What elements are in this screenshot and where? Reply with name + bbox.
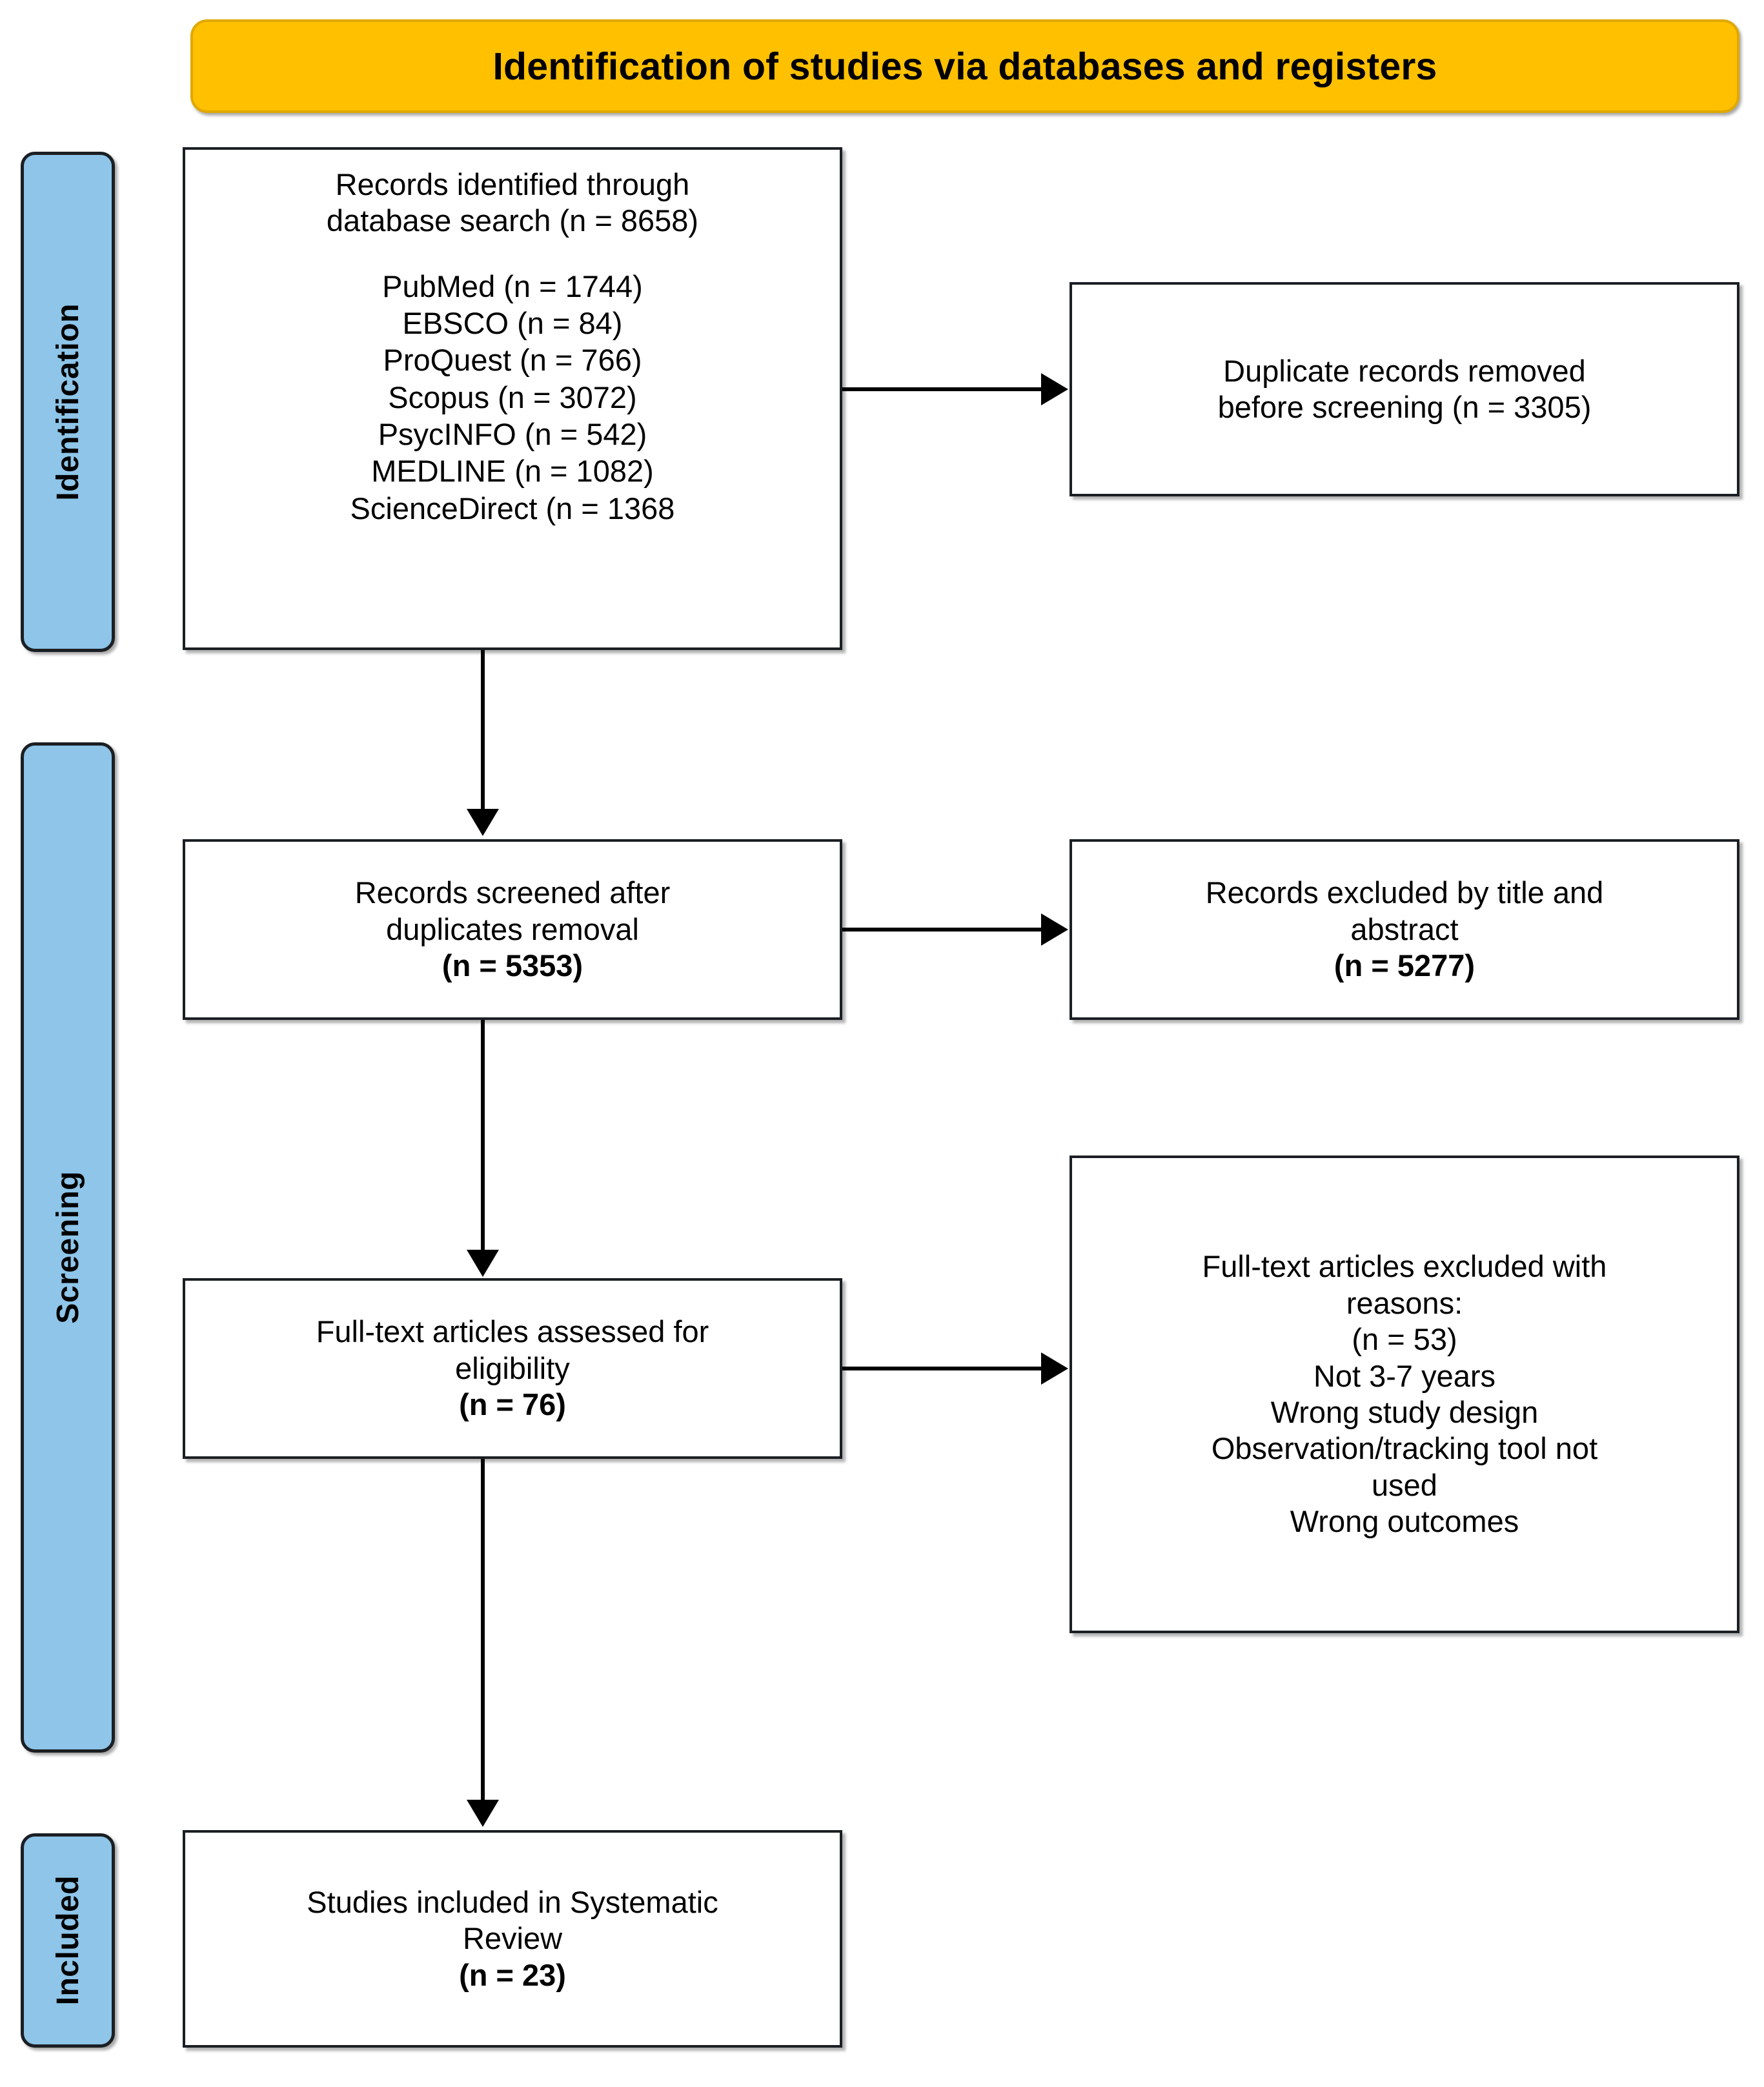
connector-fulltext-to-included	[481, 1459, 485, 1801]
exclusion-reason: used	[1372, 1467, 1437, 1502]
duplicates-count: (n = 3305)	[1452, 390, 1592, 424]
exclusion-reason: Not 3-7 years	[1313, 1358, 1496, 1393]
connector-screened-to-excluded	[842, 928, 1042, 932]
arrowhead-fulltext-to-included	[467, 1800, 499, 1827]
excluded-ta-count: (n = 5277)	[1333, 948, 1475, 983]
arrowhead-fulltext-to-excluded	[1041, 1352, 1068, 1385]
included-count: (n = 23)	[459, 1957, 566, 1992]
duplicates-line2-text: before screening	[1217, 390, 1452, 424]
excluded-ta-line1: Records excluded by title and	[1205, 875, 1604, 910]
box-duplicate-records-removed: Duplicate records removed before screeni…	[1070, 282, 1739, 496]
fulltext-excluded-count: (n = 53)	[1352, 1322, 1457, 1357]
stage-label-screening: Screening	[21, 742, 115, 1753]
exclusion-reason: Observation/tracking tool not	[1211, 1431, 1598, 1466]
fulltext-assessed-line2: eligibility	[455, 1350, 570, 1385]
duplicates-line2: before screening (n = 3305)	[1085, 389, 1724, 425]
banner-title: Identification of studies via databases …	[492, 45, 1437, 88]
box-fulltext-assessed: Full-text articles assessed for eligibil…	[183, 1278, 842, 1459]
included-line2: Review	[462, 1921, 563, 1956]
screened-line2: duplicates removal	[386, 911, 639, 946]
database-item: EBSCO (n = 84)	[402, 306, 623, 341]
arrowhead-identified-to-duplicates	[1041, 373, 1068, 405]
included-line1: Studies included in Systematic	[307, 1884, 718, 1919]
connector-fulltext-to-excluded	[842, 1367, 1042, 1370]
box-records-identified: Records identified through database sear…	[183, 147, 842, 650]
exclusion-reason: Wrong outcomes	[1290, 1504, 1519, 1539]
exclusion-reason: Wrong study design	[1270, 1395, 1539, 1429]
stage-label-identification: Identification	[21, 152, 115, 652]
duplicates-line1: Duplicate records removed	[1223, 353, 1586, 388]
connector-identified-to-duplicates	[842, 387, 1042, 391]
records-identified-line2-text: database search	[326, 203, 560, 238]
connector-identified-to-screened	[481, 650, 485, 810]
fulltext-excluded-line2: reasons:	[1346, 1285, 1463, 1320]
stage-label-included-text: Included	[50, 1875, 85, 2006]
arrowhead-screened-to-fulltext	[467, 1250, 499, 1277]
box-studies-included: Studies included in Systematic Review (n…	[183, 1830, 842, 2048]
records-identified-line1: Records identified through	[335, 167, 690, 201]
arrowhead-identified-to-screened	[467, 809, 499, 836]
stage-label-included: Included	[21, 1833, 115, 2048]
arrowhead-screened-to-excluded	[1041, 913, 1068, 946]
box-records-screened: Records screened after duplicates remova…	[183, 839, 842, 1020]
database-item: PubMed (n = 1744)	[382, 269, 643, 303]
diagram-header-banner: Identification of studies via databases …	[190, 19, 1739, 113]
database-item: MEDLINE (n = 1082)	[371, 454, 654, 489]
fulltext-assessed-count: (n = 76)	[459, 1387, 566, 1422]
stage-label-identification-text: Identification	[50, 303, 85, 501]
screened-count: (n = 5353)	[441, 948, 583, 983]
box-fulltext-excluded-reasons: Full-text articles excluded with reasons…	[1070, 1155, 1739, 1633]
connector-screened-to-fulltext	[481, 1020, 485, 1251]
database-item: ScienceDirect (n = 1368	[350, 491, 675, 525]
fulltext-excluded-line1: Full-text articles excluded with	[1202, 1249, 1607, 1284]
database-item: PsycINFO (n = 542)	[378, 417, 647, 452]
database-item: ProQuest (n = 766)	[383, 343, 642, 378]
database-item: Scopus (n = 3072)	[388, 380, 637, 414]
screened-line1: Records screened after	[354, 875, 671, 910]
records-identified-count: (n = 8658)	[559, 203, 699, 238]
records-identified-line2: database search (n = 8658)	[198, 203, 827, 239]
fulltext-assessed-line1: Full-text articles assessed for	[316, 1314, 709, 1349]
excluded-ta-line2: abstract	[1350, 911, 1459, 946]
box-records-excluded-title-abstract: Records excluded by title and abstract (…	[1070, 839, 1739, 1020]
stage-label-screening-text: Screening	[50, 1171, 85, 1324]
